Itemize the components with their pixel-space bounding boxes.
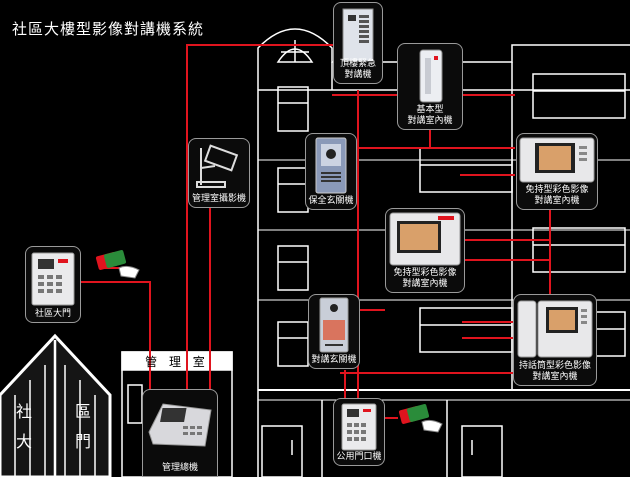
arch-window	[276, 40, 314, 63]
keypad-panel-icon	[341, 403, 377, 451]
management-master-station[interactable]: 管理總機	[142, 389, 218, 477]
device-label: 基本型 對講室內機	[398, 105, 462, 127]
device-label: 持話筒型彩色影像 對講室內機	[514, 361, 596, 383]
master-console-icon	[148, 403, 212, 447]
gate-char-2: 區	[75, 402, 92, 421]
video-monitor-icon	[389, 212, 461, 266]
label-line-2: 對講室內機	[532, 372, 578, 382]
label-line-1: 持話筒型彩色影像	[518, 361, 591, 371]
video-monitor-icon	[517, 300, 593, 358]
public-door-unit[interactable]: 公用門口機	[333, 398, 385, 466]
device-label: 社區大門	[34, 309, 71, 319]
handset-phone-icon	[419, 49, 443, 103]
gate-structure	[0, 333, 112, 477]
access-card-icon	[95, 250, 140, 279]
label-line-1: 基本型	[416, 105, 444, 115]
label-line-2: 對講機	[344, 70, 372, 80]
access-card-icon	[398, 404, 443, 433]
wiring-network	[65, 44, 551, 419]
video-monitor-icon	[519, 137, 595, 183]
device-label: 免持型彩色影像 對講室內機	[517, 185, 597, 207]
gate-char-1: 社	[16, 402, 33, 421]
gate-char-3: 大	[16, 432, 33, 451]
intercom-panel-icon	[342, 8, 374, 62]
rooftop-emergency-intercom[interactable]: 頂樓緊急 對講機	[333, 2, 383, 84]
security-entrance-unit[interactable]: 保全玄關機	[305, 133, 357, 210]
community-gate-unit[interactable]: 社區大門	[25, 246, 81, 323]
basic-indoor-unit[interactable]: 基本型 對講室內機	[397, 43, 463, 130]
keypad-panel-icon	[31, 252, 75, 306]
label-line-1: 頂樓緊急	[339, 59, 376, 69]
door-station-icon	[319, 297, 349, 353]
management-camera[interactable]: 管理室攝影機	[188, 138, 250, 208]
label-line-1: 免持型彩色影像	[393, 268, 457, 278]
management-room-label: 管 理 室	[145, 355, 209, 369]
device-label: 對講玄關機	[311, 355, 357, 365]
label-line-2: 對講室內機	[402, 279, 448, 289]
handsfree-color-monitor-center[interactable]: 免持型彩色影像 對講室內機	[385, 208, 465, 293]
diagram-title: 社區大樓型影像對講機系統	[12, 20, 205, 38]
device-label: 免持型彩色影像 對講室內機	[386, 268, 464, 290]
camera-icon	[196, 144, 239, 188]
ground-floor-doors	[261, 400, 503, 477]
handset-color-monitor[interactable]: 持話筒型彩色影像 對講室內機	[513, 294, 597, 386]
left-windows	[277, 86, 309, 367]
label-line-2: 對講室內機	[407, 116, 453, 126]
label-line-1: 免持型彩色影像	[525, 185, 589, 195]
door-station-icon	[315, 137, 347, 194]
gate-char-4: 門	[75, 432, 92, 451]
handsfree-color-monitor-upper[interactable]: 免持型彩色影像 對講室內機	[516, 133, 598, 210]
device-label: 保全玄關機	[308, 196, 354, 206]
label-line-2: 對講室內機	[534, 196, 580, 206]
device-label: 公用門口機	[336, 452, 382, 462]
device-label: 頂樓緊急 對講機	[334, 59, 382, 81]
device-label: 管理室攝影機	[191, 194, 246, 204]
entrance-intercom-unit[interactable]: 對講玄關機	[308, 294, 360, 369]
device-label: 管理總機	[161, 463, 198, 473]
